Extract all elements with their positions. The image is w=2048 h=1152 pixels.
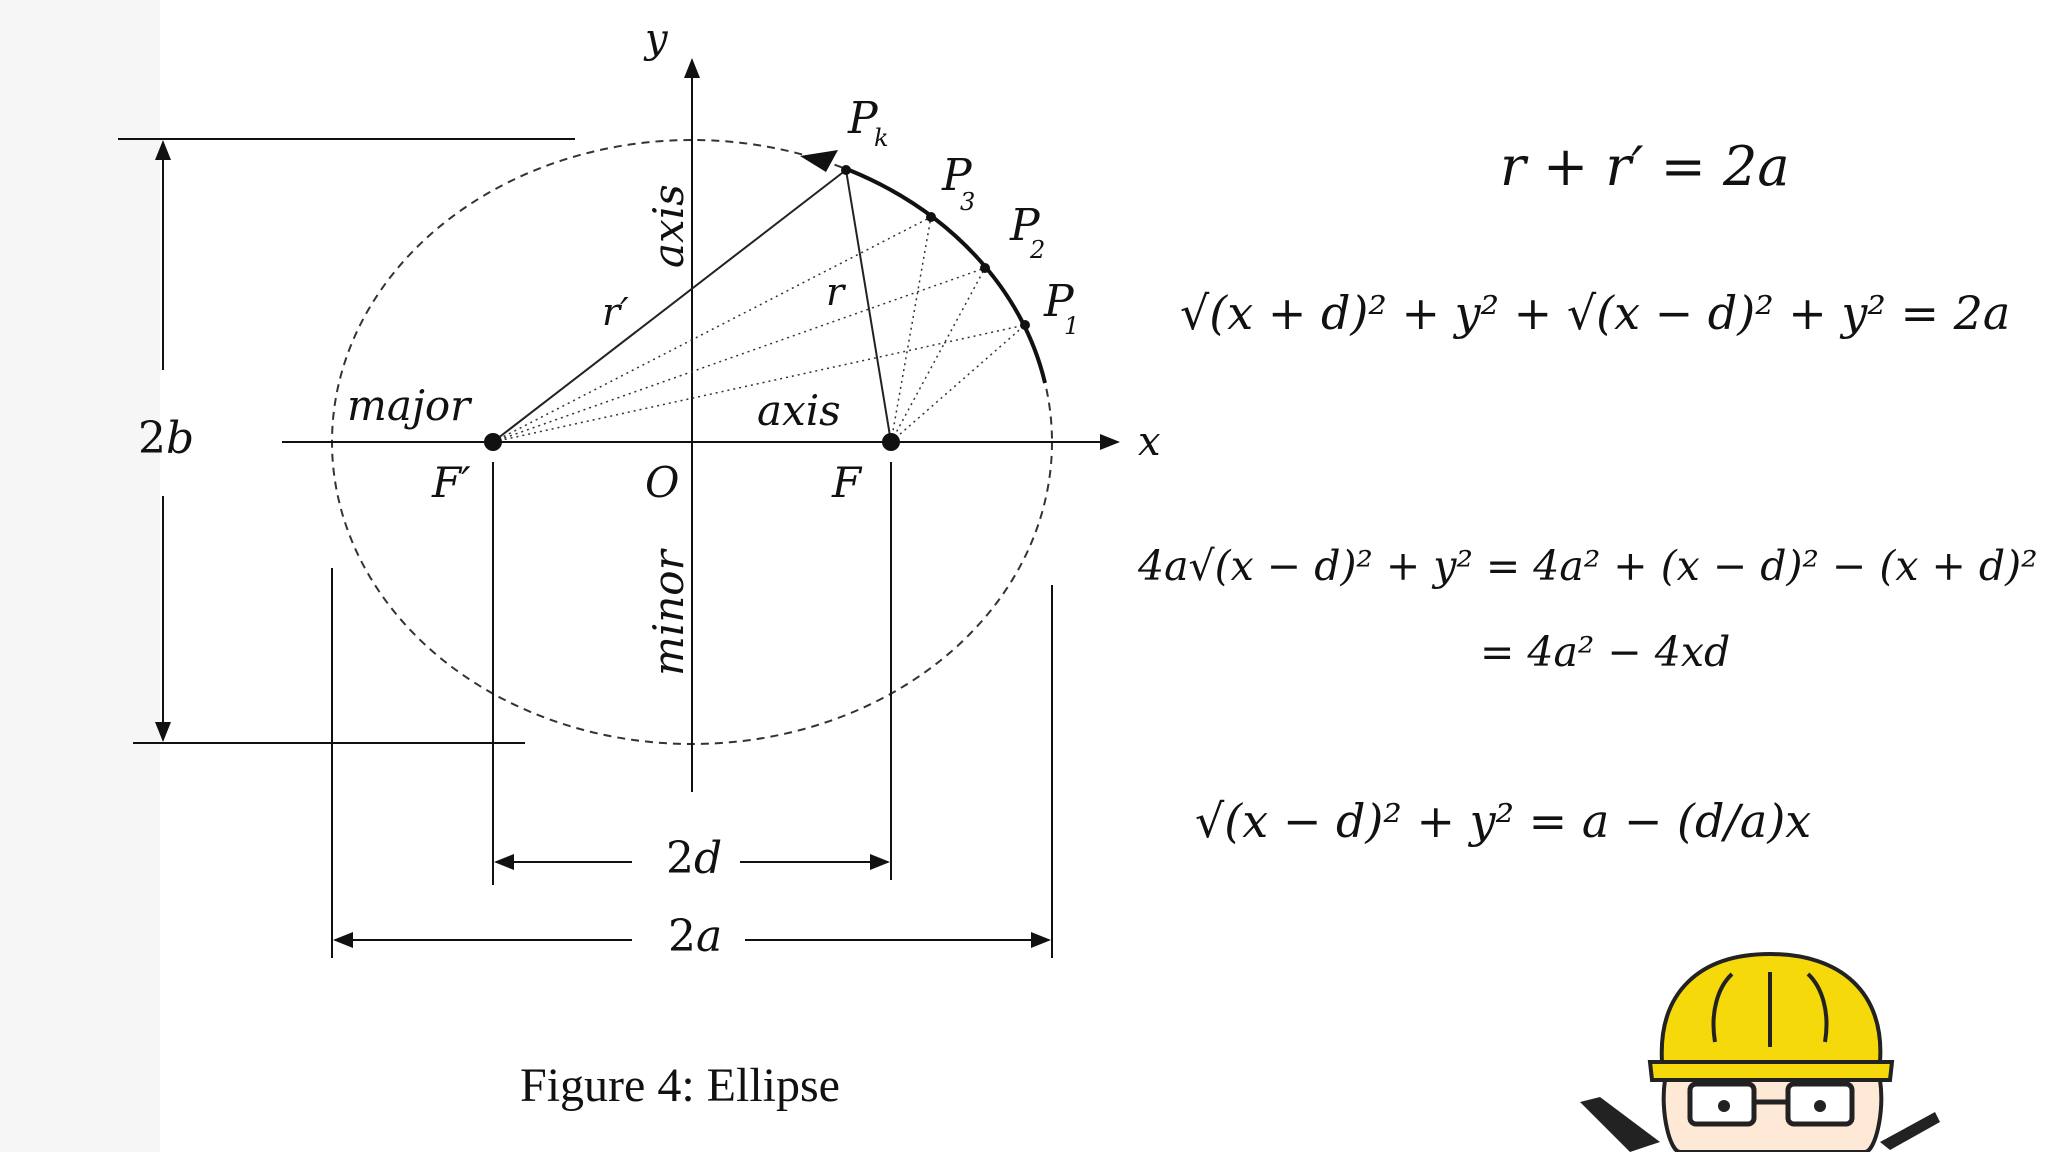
label-p1-sub: 1 — [1064, 312, 1079, 340]
dim-2d-label: 2d — [666, 833, 722, 884]
label-p3-sub: 3 — [960, 188, 975, 216]
equation-sum-of-distances: r + r′ = 2a — [1500, 135, 1790, 198]
equation-result: √(x − d)² + y² = a − (d/a)x — [1195, 794, 1812, 848]
r-line — [845, 169, 892, 443]
equation-expanded: 4a√(x − d)² + y² = 4a² + (x − d)² − (x +… — [1138, 542, 2038, 590]
worker-mascot-icon — [1580, 952, 1940, 1152]
label-p2-sub: 2 — [1029, 236, 1045, 264]
label-r-prime: r′ — [602, 290, 629, 334]
point-pk — [841, 165, 851, 175]
traversed-arc — [848, 168, 1047, 384]
equation-simplified: = 4a² − 4xd — [1480, 628, 1731, 676]
dotted-focal-lines — [492, 216, 1026, 443]
figure-caption: Figure 4: Ellipse — [520, 1059, 840, 1112]
label-minor-vertical: minor — [644, 547, 693, 676]
equation-distance-sum-sqrt: √(x + d)² + y² + √(x − d)² + y² = 2a — [1180, 286, 2011, 340]
focus-right-label: F — [831, 458, 863, 507]
point-p2 — [980, 263, 990, 273]
arc-arrowhead — [800, 150, 838, 172]
dim-2b-label: 2b — [138, 413, 194, 464]
label-axis-vertical: axis — [644, 184, 693, 268]
focus-left-label: F′ — [431, 458, 471, 507]
point-p3 — [926, 212, 936, 222]
r-prime-line — [492, 169, 847, 443]
label-major: major — [347, 381, 473, 430]
label-p2: P — [1009, 200, 1041, 251]
y-axis-label: y — [643, 16, 669, 62]
x-axis-label: x — [1138, 419, 1161, 465]
focus-right — [882, 433, 900, 451]
origin-label: O — [645, 458, 679, 507]
label-pk-sub: k — [874, 124, 889, 152]
dim-2a-label: 2a — [668, 911, 722, 962]
label-major-axis: axis — [757, 386, 841, 435]
label-r: r — [826, 270, 847, 314]
label-pk: P — [847, 93, 879, 144]
label-p1: P — [1043, 276, 1075, 327]
point-p1 — [1020, 320, 1030, 330]
label-p3: P — [941, 150, 973, 201]
focus-left — [484, 433, 502, 451]
